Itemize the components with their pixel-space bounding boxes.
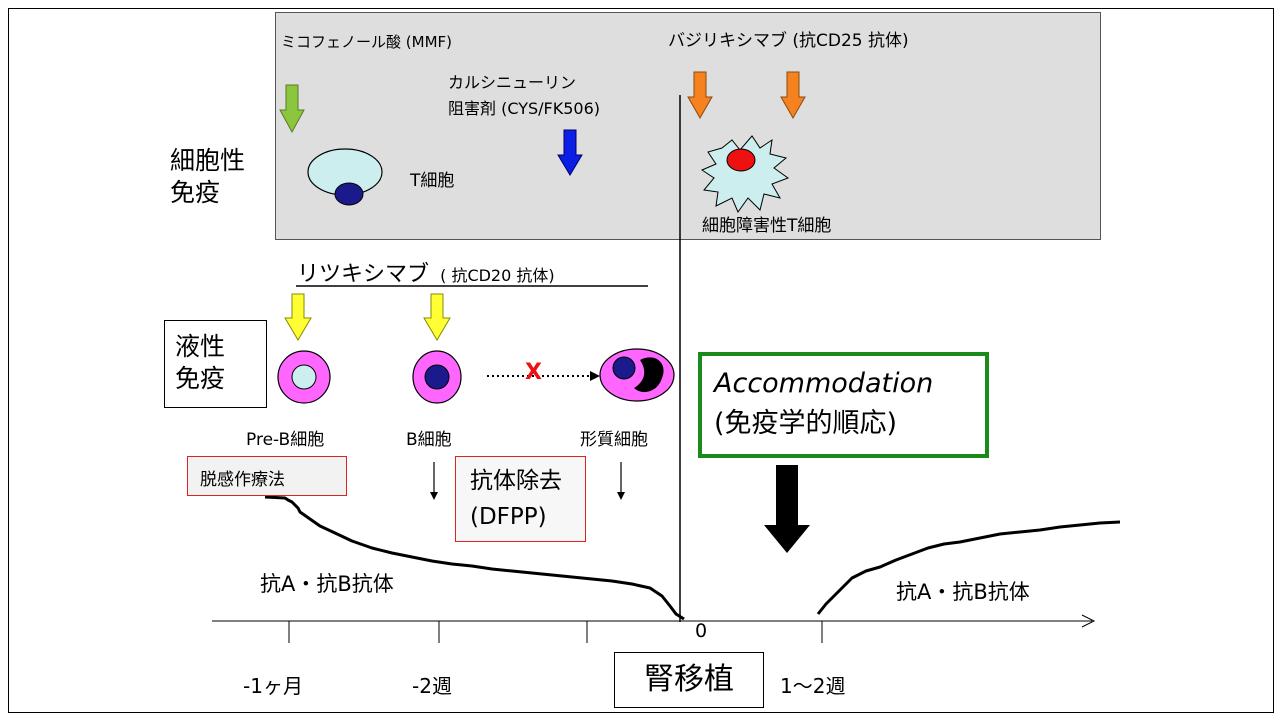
- therapy-timing-arrow-1-icon: [430, 462, 438, 500]
- rituximab-arrow-2-icon: [423, 293, 451, 341]
- basiliximab-arrow-2-icon: [780, 71, 806, 120]
- slide-frame: [8, 8, 1274, 713]
- rituximab-label: リツキシマブ ( 抗CD20 抗体): [297, 256, 555, 288]
- accommodation-title: Accommodation: [714, 368, 934, 399]
- accommodation-arrow-icon: [764, 465, 810, 553]
- cytotoxic-t-cell-icon: [700, 135, 790, 214]
- mmf-arrow-icon: [279, 84, 305, 134]
- calcineurin-arrow-icon: [557, 129, 583, 176]
- cellular-immunity-label-line1: 細胞性: [170, 146, 246, 175]
- therapy-timing-arrow-2-icon: [617, 462, 625, 500]
- time-minus-1-month-label: -1ヶ月: [243, 674, 303, 698]
- antibody-label-before: 抗A・抗B抗体: [260, 572, 394, 596]
- calcineurin-label-line1: カルシニューリン: [448, 73, 577, 92]
- plasma-cell-label: 形質細胞: [580, 430, 648, 450]
- antibody-curve-before: [264, 495, 685, 621]
- cytotoxic-t-cell-label: 細胞障害性T細胞: [702, 216, 832, 236]
- antibody-removal-label-line2: (DFPP): [470, 504, 547, 530]
- cellular-immunity-label-line2: 免疫: [170, 178, 221, 207]
- calcineurin-label-line2: 阻害剤 (CYS/FK506): [448, 99, 601, 118]
- time-zero-label: 0: [695, 620, 708, 642]
- time-minus-2-weeks-label: -2週: [412, 674, 452, 698]
- pre-b-cell-label: Pre-B細胞: [246, 430, 325, 450]
- plasma-cell-icon: [599, 348, 675, 402]
- antibody-curve-after: [816, 520, 1121, 615]
- t-cell-icon: [307, 148, 383, 206]
- pre-b-cell-icon: [277, 350, 331, 404]
- mmf-label: ミコフェノール酸 (MMF): [281, 33, 452, 51]
- rituximab-arrow-1-icon: [284, 293, 312, 341]
- antibody-removal-box: 抗体除去 (DFPP): [455, 456, 586, 542]
- cellular-immunity-label: 細胞性 免疫: [170, 145, 245, 209]
- humoral-immunity-label: 液性 免疫: [164, 320, 267, 408]
- rituximab-main-label: リツキシマブ: [297, 262, 430, 287]
- accommodation-box: Accommodation (免疫学的順応): [698, 352, 989, 458]
- basiliximab-label: バジリキシマブ (抗CD25 抗体): [668, 31, 909, 51]
- rituximab-sub-label: ( 抗CD20 抗体): [440, 266, 555, 285]
- b-cell-icon: [412, 350, 462, 404]
- blocked-differentiation-mark: X: [525, 360, 542, 385]
- humoral-immunity-label-line1: 液性: [175, 332, 226, 361]
- kidney-transplant-label: 腎移植: [644, 662, 734, 697]
- antibody-label-after: 抗A・抗B抗体: [896, 580, 1030, 604]
- accommodation-subtitle: (免疫学的順応): [714, 408, 898, 439]
- b-cell-label: B細胞: [406, 430, 452, 450]
- t-cell-label: T細胞: [410, 171, 455, 191]
- time-axis: [212, 614, 1096, 643]
- cellular-immunity-panel: [275, 12, 1101, 240]
- humoral-immunity-label-line2: 免疫: [175, 364, 226, 393]
- time-after-label: 1〜2週: [780, 674, 846, 698]
- calcineurin-label: カルシニューリン 阻害剤 (CYS/FK506): [448, 70, 600, 122]
- desensitization-label: 脱感作療法: [200, 470, 285, 490]
- antibody-removal-label-line1: 抗体除去: [470, 468, 562, 494]
- desensitization-box: 脱感作療法: [187, 456, 347, 496]
- basiliximab-arrow-1-icon: [687, 71, 713, 120]
- kidney-transplant-box: 腎移植: [614, 652, 764, 708]
